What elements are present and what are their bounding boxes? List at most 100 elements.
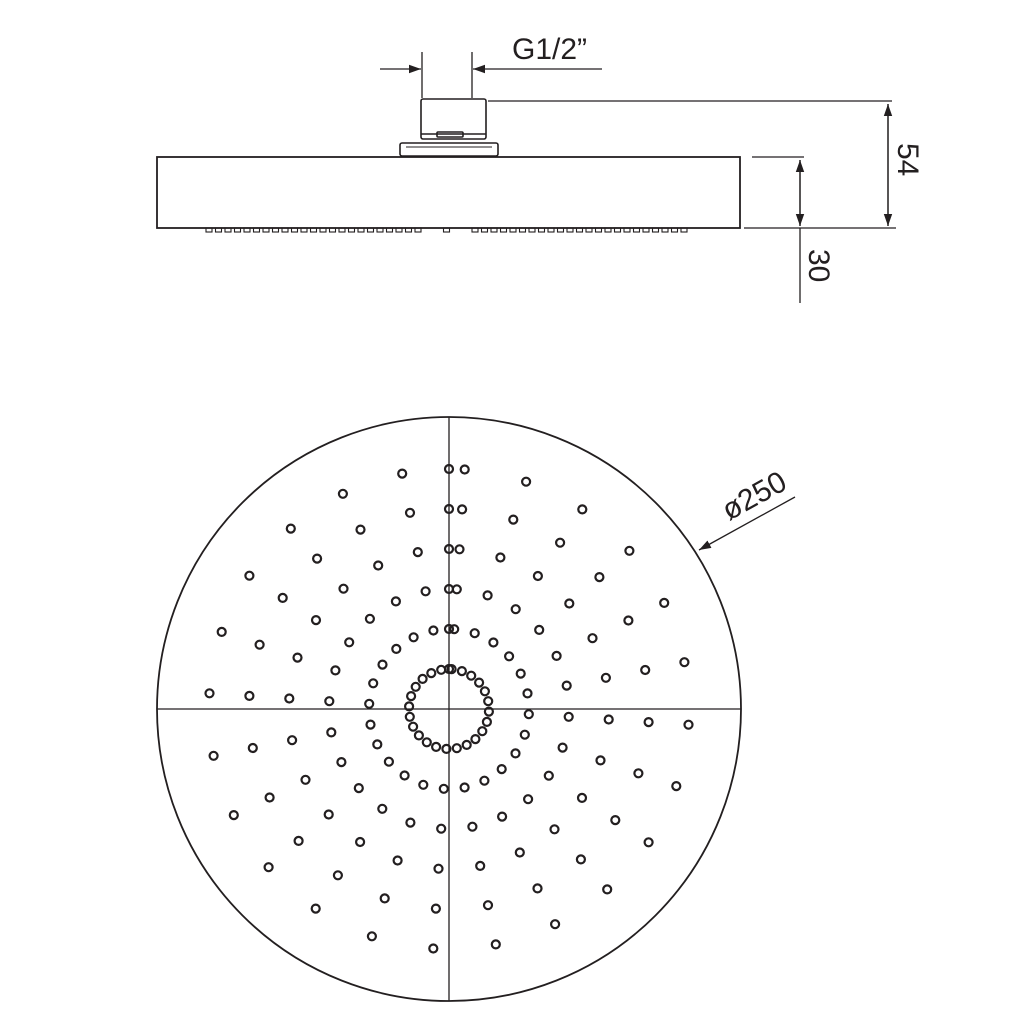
nozzle-hole <box>643 716 654 728</box>
side-nozzle <box>385 227 394 233</box>
nozzle-hole <box>561 680 572 691</box>
nozzle-hole <box>277 592 288 604</box>
side-nozzle <box>661 227 669 233</box>
nozzle-hole <box>495 552 506 563</box>
nozzle-hole <box>515 668 526 679</box>
nozzle-hole <box>293 835 304 847</box>
nozzle-hole <box>479 686 490 697</box>
nozzle-hole <box>372 739 383 750</box>
nozzle-hole <box>373 560 384 571</box>
nozzle-hole <box>404 507 416 518</box>
head-thickness-label: 30 <box>802 249 835 282</box>
nozzle-holes <box>204 463 694 954</box>
nozzle-hole <box>461 739 472 751</box>
nozzle-hole <box>522 794 534 805</box>
side-nozzle <box>281 227 289 233</box>
side-nozzle <box>338 227 346 233</box>
side-nozzle <box>594 227 603 233</box>
nozzle-hole <box>481 716 492 728</box>
nozzle-hole <box>575 854 587 865</box>
nozzle-hole <box>610 814 621 826</box>
side-nozzle <box>518 227 527 233</box>
nozzle-hole <box>441 743 452 755</box>
nozzle-hole <box>379 893 390 904</box>
nozzle-hole <box>443 543 455 555</box>
nozzle-hole <box>410 681 421 692</box>
nozzle-hole <box>383 756 394 767</box>
nozzle-hole <box>543 770 554 781</box>
side-nozzle <box>566 227 574 233</box>
nozzle-hole <box>428 943 439 954</box>
nozzle-hole <box>443 463 455 475</box>
nozzle-hole <box>475 860 486 872</box>
nozzle-hole <box>324 696 335 707</box>
nozzle-hole <box>364 613 375 624</box>
nozzle-hole <box>405 817 416 828</box>
side-nozzle <box>613 227 622 233</box>
nozzle-hole <box>508 514 519 525</box>
nozzle-hole <box>602 884 613 895</box>
nozzle-hole <box>443 663 455 675</box>
nozzle-hole <box>470 733 481 745</box>
side-nozzle <box>404 227 413 233</box>
thread-dimension <box>380 52 602 98</box>
nozzle-hole <box>420 586 431 597</box>
nozzle-hole <box>483 696 494 707</box>
nozzle-hole <box>413 730 424 741</box>
nozzle-hole <box>284 693 295 704</box>
nozzle-hole <box>549 919 561 930</box>
nozzle-hole <box>457 504 468 515</box>
nozzle-hole <box>519 729 530 740</box>
nozzle-hole <box>474 677 485 688</box>
nozzle-hole <box>510 748 521 759</box>
side-nozzle <box>499 227 508 233</box>
nozzle-hole <box>430 903 441 914</box>
nozzle-hole <box>364 698 375 709</box>
nozzle-hole <box>368 678 379 689</box>
nozzle-hole <box>312 553 323 564</box>
nozzle-hole <box>490 939 501 950</box>
nozzle-hole <box>451 743 462 754</box>
side-nozzle <box>319 227 327 233</box>
nozzle-hole <box>228 809 239 821</box>
nozzle-hole <box>208 750 219 761</box>
nozzle-hole <box>671 780 682 792</box>
thread-size-label: G1/2” <box>512 33 587 66</box>
nozzle-hole <box>418 779 429 790</box>
side-nozzle <box>642 227 650 233</box>
side-nozzle <box>395 227 403 233</box>
side-nozzle <box>252 227 261 233</box>
nozzle-hole <box>443 583 455 595</box>
nozzle-hole <box>390 596 401 607</box>
nozzle-hole <box>204 688 215 699</box>
total-height-dimension <box>488 100 896 229</box>
side-nozzle <box>205 227 213 233</box>
nozzle-hole <box>244 570 255 581</box>
nozzle-hole <box>310 614 322 626</box>
side-nozzle <box>300 227 308 233</box>
nozzle-hole <box>337 488 348 499</box>
nozzle-hole <box>554 537 566 548</box>
nozzle-hole <box>640 664 651 676</box>
nozzle-hole <box>466 670 477 681</box>
nozzle-hole <box>496 763 507 775</box>
nozzle-hole <box>263 862 274 873</box>
nozzle-hole <box>292 652 303 663</box>
nozzle-hole <box>264 792 275 803</box>
nozzle-hole <box>310 903 321 914</box>
nozzle-hole <box>454 544 465 555</box>
nozzle-hole <box>326 727 337 738</box>
side-nozzle <box>357 227 365 233</box>
nozzle-hole <box>438 783 449 794</box>
nozzle-hole <box>633 768 644 779</box>
side-nozzle <box>347 227 356 233</box>
nozzle-hole <box>216 626 227 638</box>
side-nozzle <box>509 227 517 233</box>
nozzle-hole <box>587 633 598 644</box>
diameter-label: ø250 <box>716 465 792 527</box>
nozzle-hole <box>377 803 388 814</box>
head-thickness-dimension <box>752 156 805 303</box>
side-nozzle <box>243 227 251 233</box>
nozzle-hole <box>534 624 545 636</box>
shower-head-side-body <box>156 156 741 229</box>
